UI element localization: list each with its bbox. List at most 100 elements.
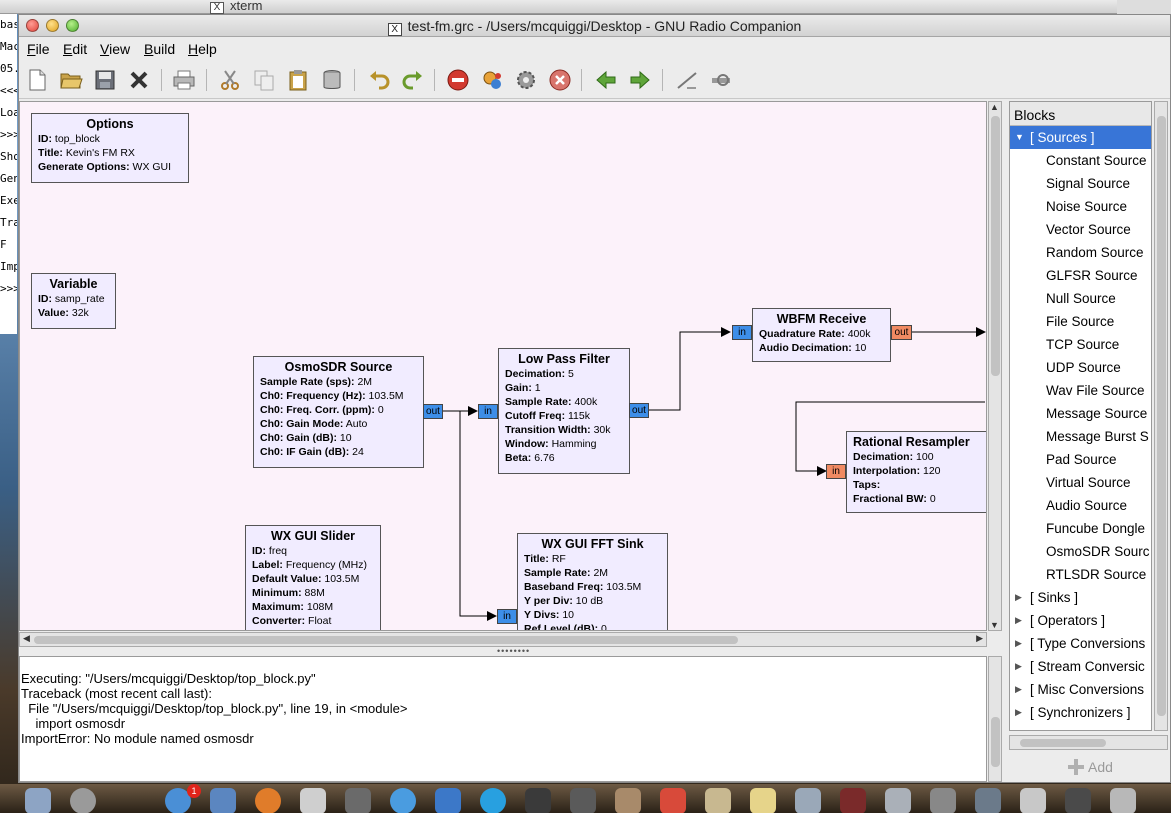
- blocks-vertical-scrollbar[interactable]: [1154, 101, 1168, 731]
- block-rational-resampler[interactable]: Rational Resampler Decimation: 100 Inter…: [846, 431, 986, 513]
- block-list-item[interactable]: Virtual Source: [1046, 475, 1131, 490]
- app-icon[interactable]: [885, 788, 911, 813]
- app-icon[interactable]: [975, 788, 1001, 813]
- canvas-horizontal-scrollbar[interactable]: ◀ ▶: [19, 632, 987, 647]
- flowgraph-canvas[interactable]: Options ID: top_block Title: Kevin's FM …: [19, 101, 987, 631]
- app-icon[interactable]: [300, 788, 326, 813]
- scrollbar-thumb[interactable]: [1020, 739, 1106, 747]
- block-wbfm-receive[interactable]: WBFM Receive Quadrature Rate: 400k Audio…: [752, 308, 891, 362]
- add-block-button[interactable]: Add: [1067, 757, 1127, 777]
- disable-icon[interactable]: [708, 67, 734, 93]
- wbfm-in-port[interactable]: in: [732, 325, 752, 340]
- scrollbar-thumb[interactable]: [991, 717, 1000, 767]
- block-list-item[interactable]: File Source: [1046, 314, 1115, 329]
- calendar-icon[interactable]: [660, 788, 686, 813]
- collapsed-triangle-icon[interactable]: ▶: [1015, 707, 1022, 717]
- window-close-button[interactable]: [26, 19, 39, 32]
- block-options[interactable]: Options ID: top_block Title: Kevin's FM …: [31, 113, 189, 183]
- block-list-item[interactable]: Vector Source: [1046, 222, 1131, 237]
- execute-icon[interactable]: [513, 67, 539, 93]
- scroll-up-icon[interactable]: ▲: [990, 102, 999, 112]
- save-icon[interactable]: [92, 67, 118, 93]
- paste-icon[interactable]: [285, 67, 311, 93]
- console-vertical-scrollbar[interactable]: [988, 656, 1002, 782]
- firefox-icon[interactable]: [255, 788, 281, 813]
- window-minimize-button[interactable]: [46, 19, 59, 32]
- app-icon[interactable]: [210, 788, 236, 813]
- app-icon[interactable]: [615, 788, 641, 813]
- collapsed-triangle-icon[interactable]: ▶: [1015, 615, 1022, 625]
- blocks-horizontal-scrollbar[interactable]: [1009, 735, 1168, 750]
- block-osmosdr-source[interactable]: OsmoSDR Source Sample Rate (sps): 2M Ch0…: [253, 356, 424, 468]
- app-icon[interactable]: [795, 788, 821, 813]
- skype-icon[interactable]: [480, 788, 506, 813]
- block-list-item[interactable]: Wav File Source: [1046, 383, 1145, 398]
- app-icon[interactable]: [525, 788, 551, 813]
- new-icon[interactable]: [24, 67, 50, 93]
- app-icon[interactable]: [570, 788, 596, 813]
- app-icon[interactable]: [70, 788, 96, 813]
- block-list-item[interactable]: Random Source: [1046, 245, 1144, 260]
- scrollbar-thumb[interactable]: [34, 636, 738, 644]
- block-list-item[interactable]: Message Burst S: [1046, 429, 1149, 444]
- block-list-item[interactable]: Message Source: [1046, 406, 1148, 421]
- rotate-cw-icon[interactable]: [627, 67, 653, 93]
- scrollbar-thumb[interactable]: [1157, 116, 1166, 716]
- print-icon[interactable]: [171, 67, 197, 93]
- app-store-icon[interactable]: [165, 788, 191, 813]
- block-list-item[interactable]: Null Source: [1046, 291, 1116, 306]
- finder-icon[interactable]: [25, 788, 51, 813]
- enable-icon[interactable]: [674, 67, 700, 93]
- open-icon[interactable]: [58, 67, 84, 93]
- app-icon[interactable]: [1110, 788, 1136, 813]
- block-wx-gui-fft-sink[interactable]: WX GUI FFT Sink Title: RF Sample Rate: 2…: [517, 533, 668, 630]
- category-type-conversions[interactable]: ▶[ Type Conversions: [1010, 632, 1151, 655]
- block-list-item[interactable]: Pad Source: [1046, 452, 1117, 467]
- app-icon[interactable]: [1020, 788, 1046, 813]
- error-icon[interactable]: [445, 67, 471, 93]
- scroll-down-icon[interactable]: ▼: [990, 620, 999, 630]
- block-variable[interactable]: Variable ID: samp_rate Value: 32k: [31, 273, 116, 329]
- category-operators[interactable]: ▶[ Operators ]: [1010, 609, 1151, 632]
- block-list-item[interactable]: OsmoSDR Sourc: [1046, 544, 1150, 559]
- resampler-in-port[interactable]: in: [826, 464, 846, 479]
- app-icon[interactable]: [435, 788, 461, 813]
- block-list-item[interactable]: Noise Source: [1046, 199, 1128, 214]
- window-zoom-button[interactable]: [66, 19, 79, 32]
- block-list-item[interactable]: Audio Source: [1046, 498, 1128, 513]
- console-output[interactable]: Executing: "/Users/mcquiggi/Desktop/top_…: [19, 656, 987, 782]
- category-stream-conversions[interactable]: ▶[ Stream Conversic: [1010, 655, 1151, 678]
- category-misc-conversions[interactable]: ▶[ Misc Conversions: [1010, 678, 1151, 701]
- block-list-item[interactable]: Funcube Dongle: [1046, 521, 1146, 536]
- menu-edit[interactable]: Edit: [63, 41, 88, 57]
- blocks-tree[interactable]: Blocks ▼[ Sources ] Constant Source Sign…: [1009, 101, 1152, 731]
- delete-icon[interactable]: [319, 67, 345, 93]
- collapsed-triangle-icon[interactable]: ▶: [1015, 684, 1022, 694]
- menu-view[interactable]: View: [100, 41, 131, 57]
- close-icon[interactable]: [126, 67, 152, 93]
- collapsed-triangle-icon[interactable]: ▶: [1015, 638, 1022, 648]
- cut-icon[interactable]: [217, 67, 243, 93]
- app-icon[interactable]: [840, 788, 866, 813]
- blocks-header[interactable]: Blocks: [1010, 102, 1151, 126]
- menu-build[interactable]: Build: [144, 41, 176, 57]
- redo-icon[interactable]: [400, 67, 426, 93]
- undo-icon[interactable]: [366, 67, 392, 93]
- expanded-triangle-icon[interactable]: ▼: [1015, 132, 1024, 142]
- scroll-left-icon[interactable]: ◀: [23, 633, 30, 643]
- block-list-item[interactable]: Signal Source: [1046, 176, 1131, 191]
- app-icon[interactable]: [345, 788, 371, 813]
- lpf-out-port[interactable]: out: [629, 403, 649, 418]
- category-sources[interactable]: ▼[ Sources ]: [1010, 126, 1151, 149]
- block-wx-gui-slider[interactable]: WX GUI Slider ID: freq Label: Frequency …: [245, 525, 381, 630]
- generate-icon[interactable]: [479, 67, 505, 93]
- app-icon[interactable]: [1065, 788, 1091, 813]
- menu-help[interactable]: Help: [188, 41, 217, 57]
- collapsed-triangle-icon[interactable]: ▶: [1015, 661, 1022, 671]
- rotate-ccw-icon[interactable]: [593, 67, 619, 93]
- wbfm-out-port[interactable]: out: [891, 325, 912, 340]
- kill-icon[interactable]: [547, 67, 573, 93]
- osmosdr-out-port[interactable]: out: [423, 404, 443, 419]
- app-icon[interactable]: [390, 788, 416, 813]
